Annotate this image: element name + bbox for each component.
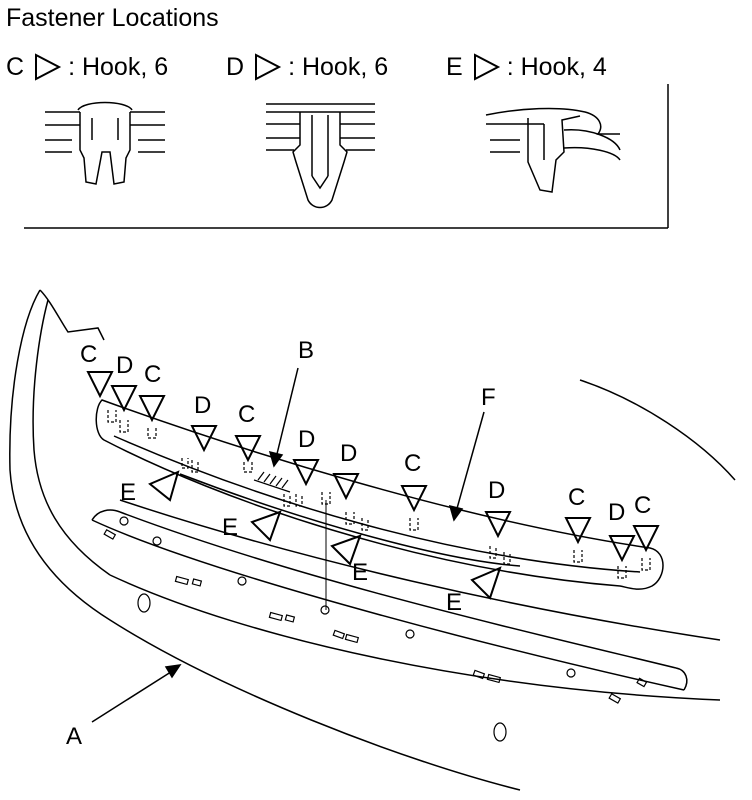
clip-e-detail xyxy=(485,107,621,193)
svg-text:D: D xyxy=(116,352,133,379)
svg-text:D: D xyxy=(194,392,211,419)
svg-text:C: C xyxy=(404,450,421,477)
svg-text:C: C xyxy=(80,341,97,368)
clip-b-region xyxy=(253,471,291,493)
marker-d-6: D xyxy=(608,499,636,563)
svg-text:C: C xyxy=(634,492,651,519)
legend-letter: E xyxy=(446,52,463,81)
bumper-holes xyxy=(103,516,648,742)
legend-desc: : Hook, 6 xyxy=(288,52,389,81)
svg-text:D: D xyxy=(340,440,357,467)
trim-strip xyxy=(95,399,664,590)
callout-b: B xyxy=(298,337,314,364)
marker-c-6: C xyxy=(632,492,660,553)
marker-d-3: D xyxy=(292,426,320,487)
marker-c-5: C xyxy=(564,484,592,545)
legend-item-c: C : Hook, 6 xyxy=(6,52,168,82)
marker-e-1: E xyxy=(120,470,180,506)
diagram-title: Fastener Locations xyxy=(6,4,219,32)
marker-c-3: C xyxy=(234,401,262,463)
marker-e-4: E xyxy=(446,566,502,616)
svg-text:E: E xyxy=(352,559,368,586)
callout-leaders xyxy=(91,367,485,723)
marker-e-2: E xyxy=(222,510,282,542)
legend-letter: C xyxy=(6,52,25,81)
callout-f: F xyxy=(481,384,496,411)
svg-text:C: C xyxy=(144,361,161,388)
marker-c-1: C xyxy=(80,341,114,399)
callout-a: A xyxy=(66,723,82,750)
svg-text:D: D xyxy=(488,477,505,504)
svg-text:C: C xyxy=(238,401,255,428)
marker-e-3: E xyxy=(330,534,368,586)
detail-box xyxy=(24,84,669,229)
svg-text:E: E xyxy=(120,479,136,506)
legend-desc: : Hook, 6 xyxy=(68,52,169,81)
marker-d-1: D xyxy=(110,352,138,413)
svg-text:D: D xyxy=(608,499,625,526)
legend-desc: : Hook, 4 xyxy=(506,52,607,81)
legend-item-e: E : Hook, 4 xyxy=(446,52,607,82)
triangle-icon xyxy=(32,52,62,82)
svg-text:D: D xyxy=(298,426,315,453)
marker-d-4: D xyxy=(332,440,360,501)
triangle-icon xyxy=(471,52,501,82)
bumper-cover xyxy=(9,289,736,791)
clip-d-detail xyxy=(266,103,375,209)
svg-text:E: E xyxy=(222,514,238,541)
marker-d-5: D xyxy=(484,477,512,539)
marker-d-2: D xyxy=(190,392,218,453)
marker-layer: C D C D C D D C D C D C E E E E xyxy=(80,341,660,616)
marker-c-4: C xyxy=(400,450,428,513)
marker-c-2: C xyxy=(138,361,166,423)
legend-letter: D xyxy=(226,52,245,81)
triangle-icon xyxy=(252,52,282,82)
legend-item-d: D : Hook, 6 xyxy=(226,52,388,82)
svg-text:C: C xyxy=(568,484,585,511)
clip-c-detail xyxy=(45,101,165,185)
svg-text:E: E xyxy=(446,589,462,616)
